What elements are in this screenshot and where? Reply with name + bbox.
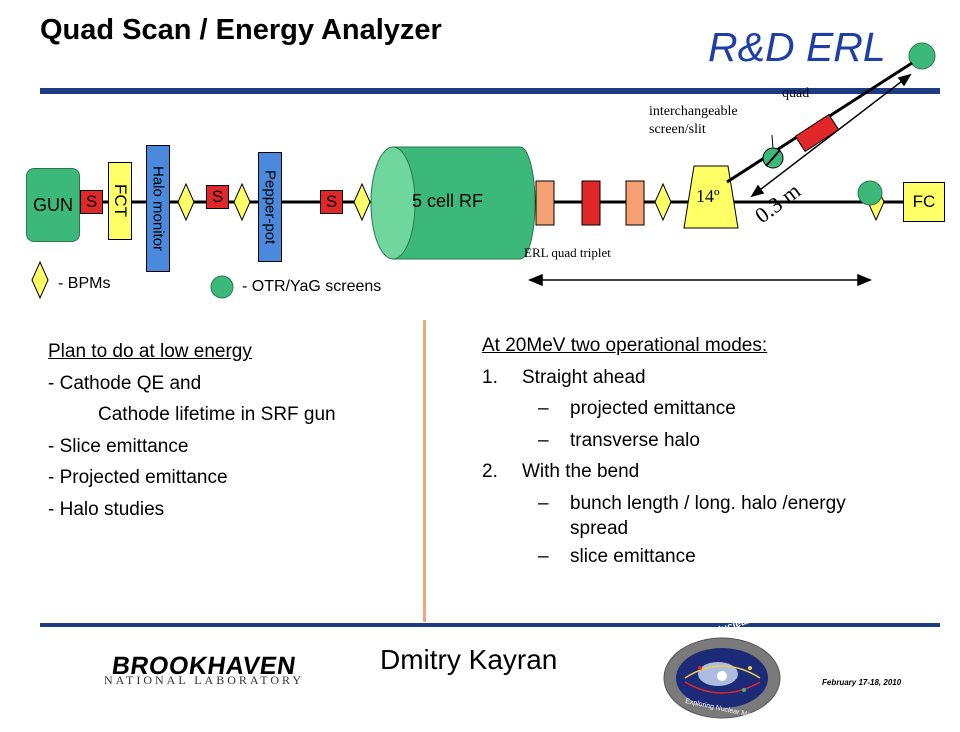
office-nuclear-physics-logo [663,637,781,719]
triplet-label: ERL quad triplet [524,245,611,260]
halo-monitor-box: Halo monitor [146,145,170,272]
bend-quad [794,113,840,153]
quad-label: quad [782,86,810,101]
triplet-quad-2 [581,180,601,226]
bnl-logo-subtext: NATIONAL LABORATORY [104,673,305,687]
slit-mark [765,149,781,167]
mode-2-sub-2: – slice emittance [482,541,846,573]
footer-rule [40,623,940,627]
screen-slit-leader [771,134,774,149]
quad-triplet [535,180,645,226]
bpm-diamond-3 [353,182,371,222]
header-rule [40,88,940,94]
left-notes-heading: Plan to do at low energy [48,341,252,362]
brand-title: R&D ERL [708,24,886,70]
slide-title: Quad Scan / Energy Analyzer [40,14,442,46]
bend-angle-label: 14º [696,186,720,206]
bpm-diamond-1 [177,182,195,222]
mode-2-sub-1-text: bunch length / long. halo /energy spread [570,491,846,541]
mode-2-sub-2-text: slice emittance [570,545,696,567]
left-note-item: Cathode lifetime in SRF gun [98,404,336,425]
dash: – [538,398,549,419]
bpm-legend-diamond [31,260,49,300]
mode-1-sub-2-text: transverse halo [570,429,700,451]
left-note-item: - Cathode QE and [48,372,202,394]
solenoid-1: S [80,190,103,214]
slide-date: February 17-18, 2010 [822,678,902,687]
rf-cavity-label: 5 cell RF [412,191,484,211]
halo-monitor-label: Halo monitor [149,165,167,252]
dash: – [538,429,549,451]
triplet-quad-3 [625,180,645,226]
mode-2-sub-1-line-1: bunch length / long. halo /energy [570,492,846,514]
left-notes: Plan to do at low energy - Cathode QE an… [48,336,336,525]
screen-legend-circle [210,275,234,299]
gun-box: GUN [26,168,80,242]
solenoid-2: S [206,185,229,209]
right-notes-heading: At 20MeV two operational modes: [482,335,768,356]
distance-arrow [750,73,912,198]
solenoid-3: S [320,190,343,214]
mode-1-sub-1: – projected emittance [482,393,846,425]
left-note-item: - Slice emittance [48,435,189,457]
screen-circle-fc [857,180,883,206]
column-divider [423,320,426,622]
rf-cavity-shape [370,146,536,260]
legend-bpms: - BPMs [58,275,111,292]
fct-label: FCT [111,184,130,218]
screen-slit-label-2: screen/slit [649,122,706,137]
mode-1-sub-2: – transverse halo [482,425,846,457]
dash: – [538,492,549,514]
legend-screens: - OTR/YaG screens [242,278,382,295]
mode-1: 1. Straight ahead [482,362,846,394]
pepper-pot-box: Pepper-pot [258,152,282,262]
bpm-diamond-2 [233,182,251,222]
fct-box: FCT [108,162,132,240]
dash: – [538,545,549,567]
bpm-diamond-4 [654,182,672,222]
author-name: Dmitry Kayran [380,644,558,675]
mode-2-sub-1: – bunch length / long. halo /energy spre… [482,488,846,541]
triplet-span-arrow [528,273,872,287]
mode-1-sub-1-text: projected emittance [570,398,736,419]
mode-2-label: With the bend [522,461,640,482]
left-note-item: - Projected emittance [48,467,228,488]
mode-2: 2. With the bend [482,456,846,488]
faraday-cup: FC [903,182,945,222]
mode-1-label: Straight ahead [522,366,646,388]
left-note-item: - Halo studies [48,498,165,520]
right-notes: At 20MeV two operational modes: 1. Strai… [482,330,846,572]
mode-2-number: 2. [482,461,498,482]
triplet-quad-1 [535,180,555,226]
mode-2-sub-1-line-2: spread [570,517,629,539]
pepper-pot-label: Pepper-pot [261,169,279,245]
mode-1-number: 1. [482,366,498,388]
dipole-magnet [683,165,739,229]
screen-slit-label-1: interchangeable [649,104,738,119]
screen-circle-bend-end [908,42,936,70]
